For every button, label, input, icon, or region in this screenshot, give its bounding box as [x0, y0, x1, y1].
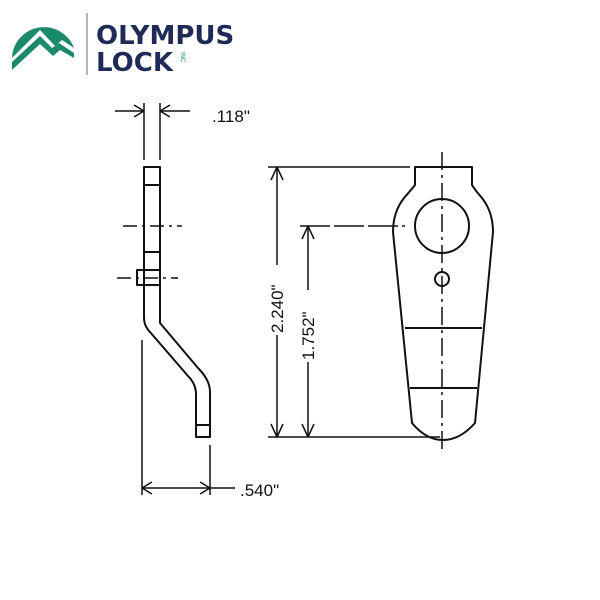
offset-dimension — [141, 340, 235, 495]
logo-line2: LOCK — [96, 48, 174, 78]
side-view-profile — [117, 166, 211, 438]
olympus-lock-logo: OLYMPUS LOCK INC — [12, 13, 234, 78]
logo-suffix: INC — [179, 52, 185, 63]
front-view-profile — [392, 152, 494, 452]
overall-height-label: 2.240" — [268, 284, 287, 333]
logo-line1: OLYMPUS — [96, 21, 234, 51]
hole-height-label: 1.752" — [299, 311, 318, 360]
thickness-dimension — [115, 103, 190, 160]
offset-label: .540" — [240, 481, 279, 500]
mountain-icon — [12, 27, 74, 70]
height-dimensions — [268, 166, 440, 438]
thickness-label: .118" — [212, 107, 250, 126]
